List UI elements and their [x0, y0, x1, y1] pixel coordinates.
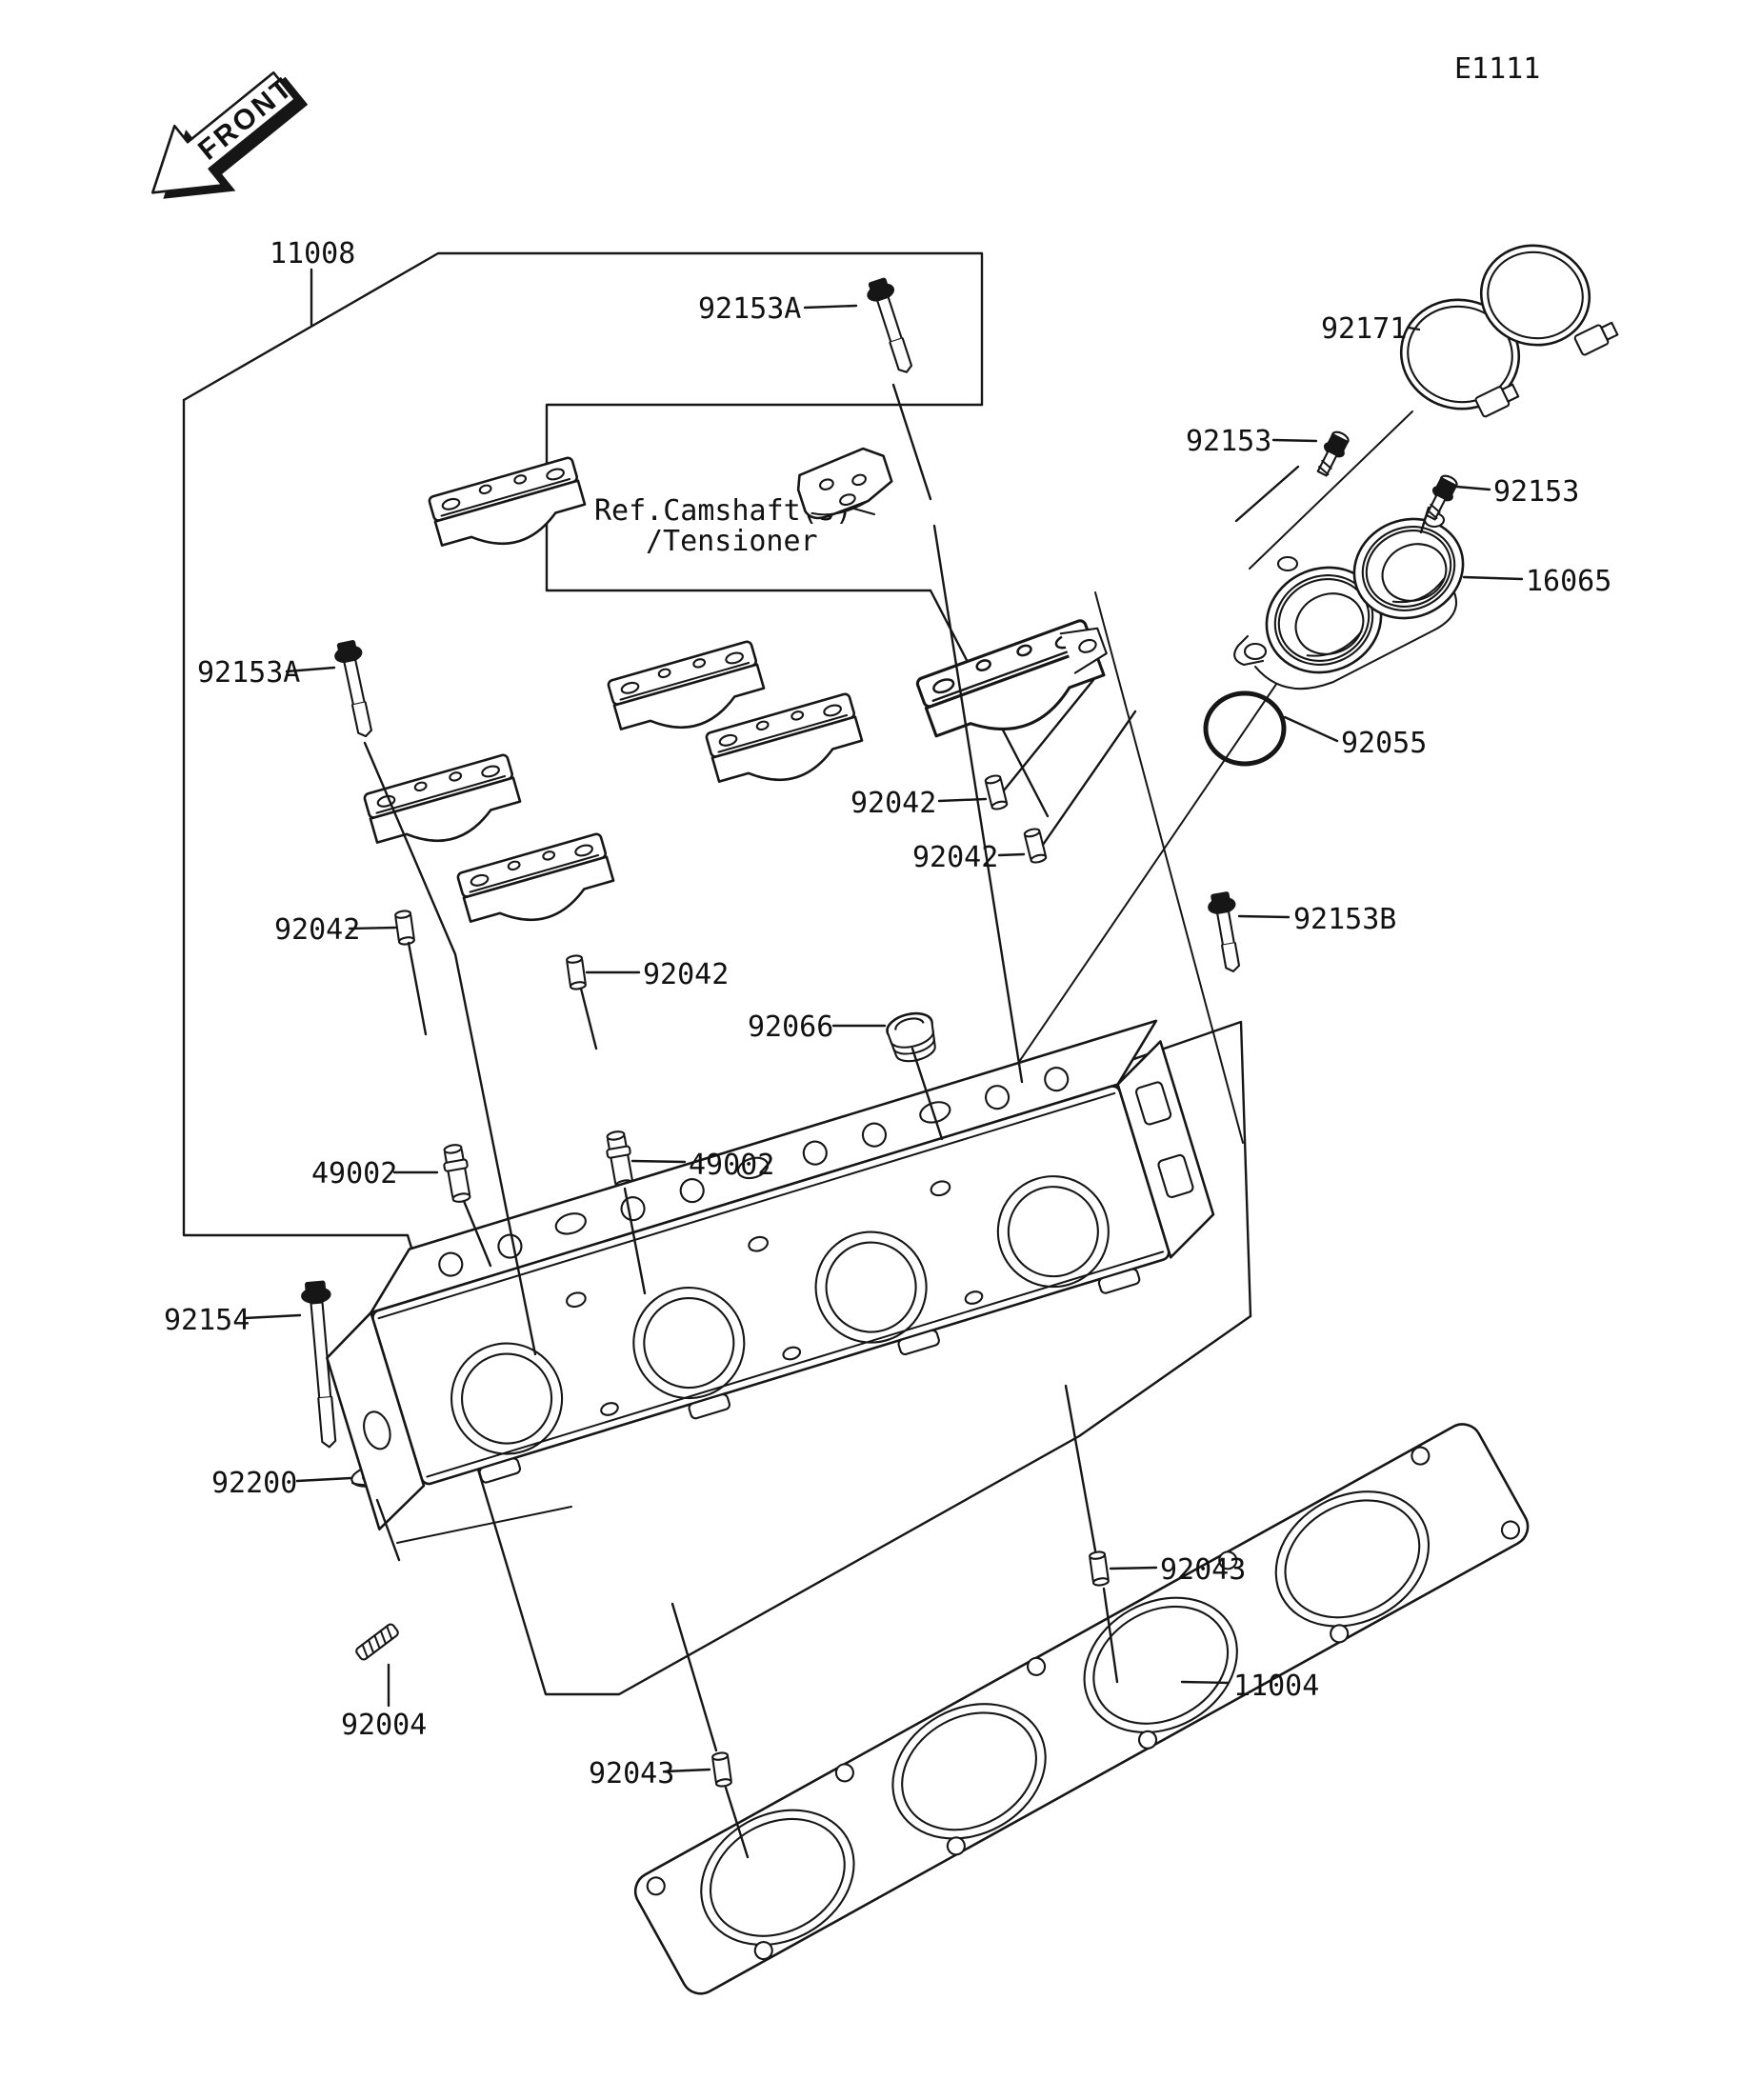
- leader-line: [348, 926, 397, 930]
- leader-line: [1237, 914, 1291, 919]
- leader-line: [670, 1602, 718, 1752]
- callout-labels: 11008 92153A 92153A 92171 92153 92153 16065 920…: [164, 237, 1611, 1859]
- leader-line: [579, 987, 598, 1050]
- leader-line: [911, 1047, 944, 1141]
- part-label-92055[interactable]: 92055: [1341, 727, 1427, 760]
- leader-line: [1102, 1587, 1119, 1684]
- leader-line: [375, 1498, 401, 1562]
- leader-line: [724, 1786, 750, 1859]
- part-label-92153[interactable]: 92153: [1186, 425, 1271, 458]
- leader-line: [182, 398, 1252, 1696]
- part-label-92043[interactable]: 92043: [1160, 1553, 1246, 1587]
- leader-line: [285, 666, 336, 673]
- leader-line: [997, 852, 1026, 857]
- part-label-92042[interactable]: 92042: [274, 913, 360, 947]
- leader-line: [396, 1506, 572, 1544]
- part-label-92153A[interactable]: 92153A: [698, 292, 801, 326]
- leader-line: [1041, 710, 1137, 847]
- leader-line: [630, 1159, 687, 1164]
- part-label-92153B[interactable]: 92153B: [1293, 903, 1396, 936]
- part-label-11004[interactable]: 11004: [1233, 1670, 1319, 1703]
- dowel-92042: [983, 773, 1010, 811]
- throttle-insulator: [1233, 511, 1465, 690]
- leader-line: [937, 797, 988, 803]
- cam-cap: [427, 455, 591, 564]
- leader-line: [1462, 575, 1524, 581]
- leader-line: [1002, 678, 1095, 792]
- leader-line: [1454, 485, 1491, 491]
- leader-line: [1419, 506, 1431, 534]
- socket-bolt-92153: [1311, 428, 1353, 480]
- part-label-16065[interactable]: 16065: [1526, 565, 1611, 598]
- part-label-92153[interactable]: 92153: [1493, 475, 1579, 509]
- leader-line: [243, 1313, 302, 1320]
- leader-line: [623, 1187, 647, 1295]
- dowel-92042: [393, 909, 416, 947]
- head-gasket: [633, 1423, 1530, 1995]
- leader-line: [182, 251, 984, 407]
- part-label-92171[interactable]: 92171: [1321, 312, 1407, 346]
- cam-cap: [455, 831, 620, 940]
- leader-line: [1234, 465, 1300, 523]
- ref-note-line2: /Tensioner: [646, 525, 818, 558]
- hose-clamp: [1479, 244, 1619, 356]
- part-label-92004[interactable]: 92004: [341, 1709, 427, 1742]
- plug-92066: [886, 1011, 936, 1063]
- stud-92004: [353, 1621, 401, 1663]
- leader-line: [664, 1768, 711, 1773]
- leader-line: [1180, 1680, 1231, 1685]
- leader-line: [1271, 438, 1318, 443]
- leader-line: [1283, 715, 1339, 743]
- flange-bolt-92153A: [863, 275, 921, 378]
- dowel-92043: [1088, 1550, 1111, 1588]
- leader-line: [1064, 1384, 1097, 1552]
- part-label-92154[interactable]: 92154: [164, 1304, 250, 1337]
- leader-line: [1249, 410, 1413, 570]
- leader-line: [545, 589, 1050, 818]
- leader-line: [1109, 1566, 1158, 1570]
- leader-line: [407, 941, 428, 1036]
- part-label-92042[interactable]: 92042: [643, 958, 729, 991]
- leader-line: [932, 524, 1024, 1084]
- part-label-92200[interactable]: 92200: [211, 1467, 297, 1500]
- cam-cap: [704, 691, 869, 800]
- dowel-92042: [565, 953, 588, 991]
- flange-bolt-92153B: [1205, 890, 1248, 975]
- page-code: E1111: [1454, 52, 1540, 86]
- valve-guide-49002: [439, 1142, 475, 1205]
- part-label-92043[interactable]: 92043: [589, 1757, 674, 1790]
- cylinder-head: [326, 1019, 1215, 1530]
- part-label-92042[interactable]: 92042: [850, 787, 936, 820]
- part-label-92042[interactable]: 92042: [912, 841, 998, 874]
- cam-cap-front: [911, 615, 1116, 759]
- leader-line: [363, 741, 537, 1356]
- leader-line: [462, 1199, 492, 1268]
- leader-line: [1407, 326, 1421, 331]
- leader-line: [295, 1476, 352, 1483]
- o-ring: [1203, 690, 1287, 767]
- dowel-92043: [710, 1750, 733, 1789]
- cam-cap: [362, 752, 527, 861]
- part-label-92153A[interactable]: 92153A: [197, 656, 300, 690]
- leader-line: [891, 383, 932, 501]
- camshaft-bracket: [796, 447, 893, 520]
- hose-clamp: [1399, 298, 1521, 418]
- part-label-92066[interactable]: 92066: [748, 1010, 833, 1044]
- leader-line: [545, 403, 984, 592]
- flange-bolt-92153A: [331, 638, 380, 741]
- leader-line: [803, 304, 858, 310]
- part-label-49002[interactable]: 49002: [689, 1149, 774, 1182]
- part-label-49002[interactable]: 49002: [311, 1157, 397, 1190]
- leader-line: [1094, 591, 1244, 1144]
- part-label-11008[interactable]: 11008: [270, 237, 355, 270]
- front-arrow-icon: FRONT: [150, 71, 309, 199]
